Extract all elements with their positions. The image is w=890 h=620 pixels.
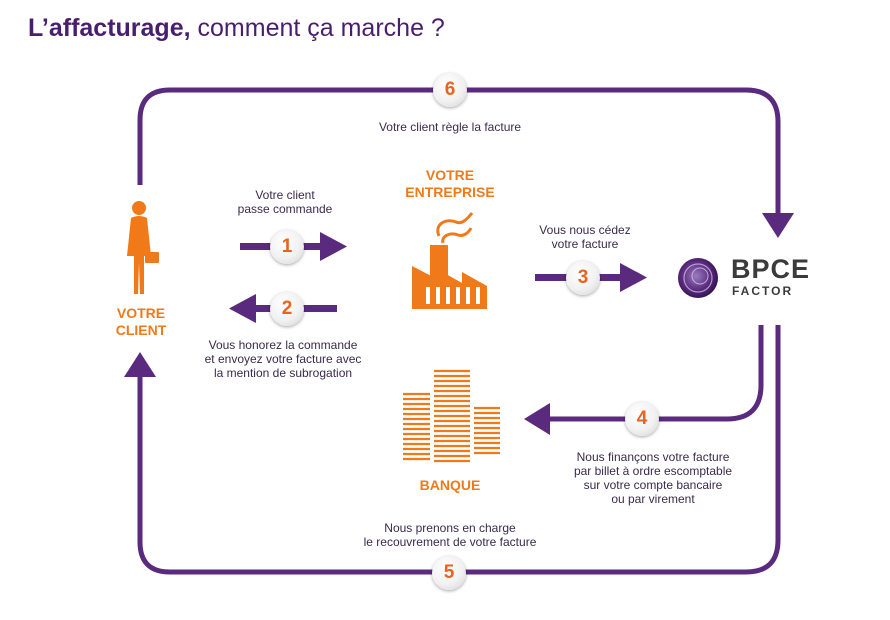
- step-3-badge: 3: [566, 261, 600, 295]
- step-5-line2: le recouvrement de votre facture: [363, 535, 537, 549]
- step-2-line2: et envoyez votre facture avec: [204, 352, 362, 366]
- factory-icon: [412, 212, 487, 309]
- arrow-6-head: [762, 213, 794, 238]
- entreprise-label-line1: VOTRE: [425, 167, 475, 183]
- bank-buildings-icon: [403, 369, 500, 463]
- businessman-icon: [127, 201, 159, 294]
- step-5-line1: Nous prenons en charge: [384, 521, 516, 535]
- step-5-badge: 5: [432, 556, 466, 590]
- step-3-line1: Vous nous cédez: [539, 223, 631, 237]
- entreprise-label-line2: ENTREPRISE: [405, 184, 495, 200]
- page-title: L’affacturage, comment ça marche ?: [28, 14, 445, 43]
- step-1-badge: 1: [270, 230, 304, 264]
- step-6-line1: Votre client règle la facture: [378, 120, 522, 134]
- step-6-badge: 6: [433, 73, 467, 107]
- arrow-4: [548, 325, 764, 422]
- step-5-text: Nous prenons en charge le recouvrement d…: [345, 521, 555, 549]
- step-4-text: Nous finançons votre facture par billet …: [553, 450, 753, 506]
- step-1-text: Votre client passe commande: [220, 188, 350, 216]
- step-1-line2: passe commande: [237, 202, 333, 216]
- page-title-bold: L’affacturage,: [28, 14, 191, 42]
- step-4-line2: par billet à ordre escomptable: [573, 464, 733, 478]
- bpce-name: BPCE: [731, 254, 811, 284]
- step-3-text: Vous nous cédez votre facture: [525, 223, 645, 251]
- step-2-line3: la mention de subrogation: [213, 366, 353, 380]
- client-label-line2: CLIENT: [115, 322, 167, 338]
- step-2-badge: 2: [270, 292, 304, 326]
- arrow-5-head: [124, 352, 156, 377]
- step-1-line1: Votre client: [255, 188, 315, 202]
- arrow-4-head: [524, 403, 550, 435]
- step-4-line4: ou par virement: [611, 492, 695, 506]
- client-label: VOTRE CLIENT: [96, 305, 186, 339]
- client-label-line1: VOTRE: [116, 305, 166, 321]
- page-title-rest: comment ça marche ?: [190, 14, 445, 42]
- bpce-logo: [678, 258, 718, 298]
- step-4-badge: 4: [625, 402, 659, 436]
- entreprise-label: VOTRE ENTREPRISE: [385, 167, 515, 201]
- step-4-line1: Nous finançons votre facture: [576, 450, 730, 464]
- step-3-line2: votre facture: [551, 237, 619, 251]
- step-2-line1: Vous honorez la commande: [208, 338, 358, 352]
- bpce-factor: FACTOR: [732, 284, 794, 298]
- step-4-line3: sur votre compte bancaire: [583, 478, 723, 492]
- banque-label: BANQUE: [419, 477, 481, 493]
- step-2-text: Vous honorez la commande et envoyez votr…: [183, 338, 383, 380]
- step-6-text: Votre client règle la facture: [340, 120, 560, 134]
